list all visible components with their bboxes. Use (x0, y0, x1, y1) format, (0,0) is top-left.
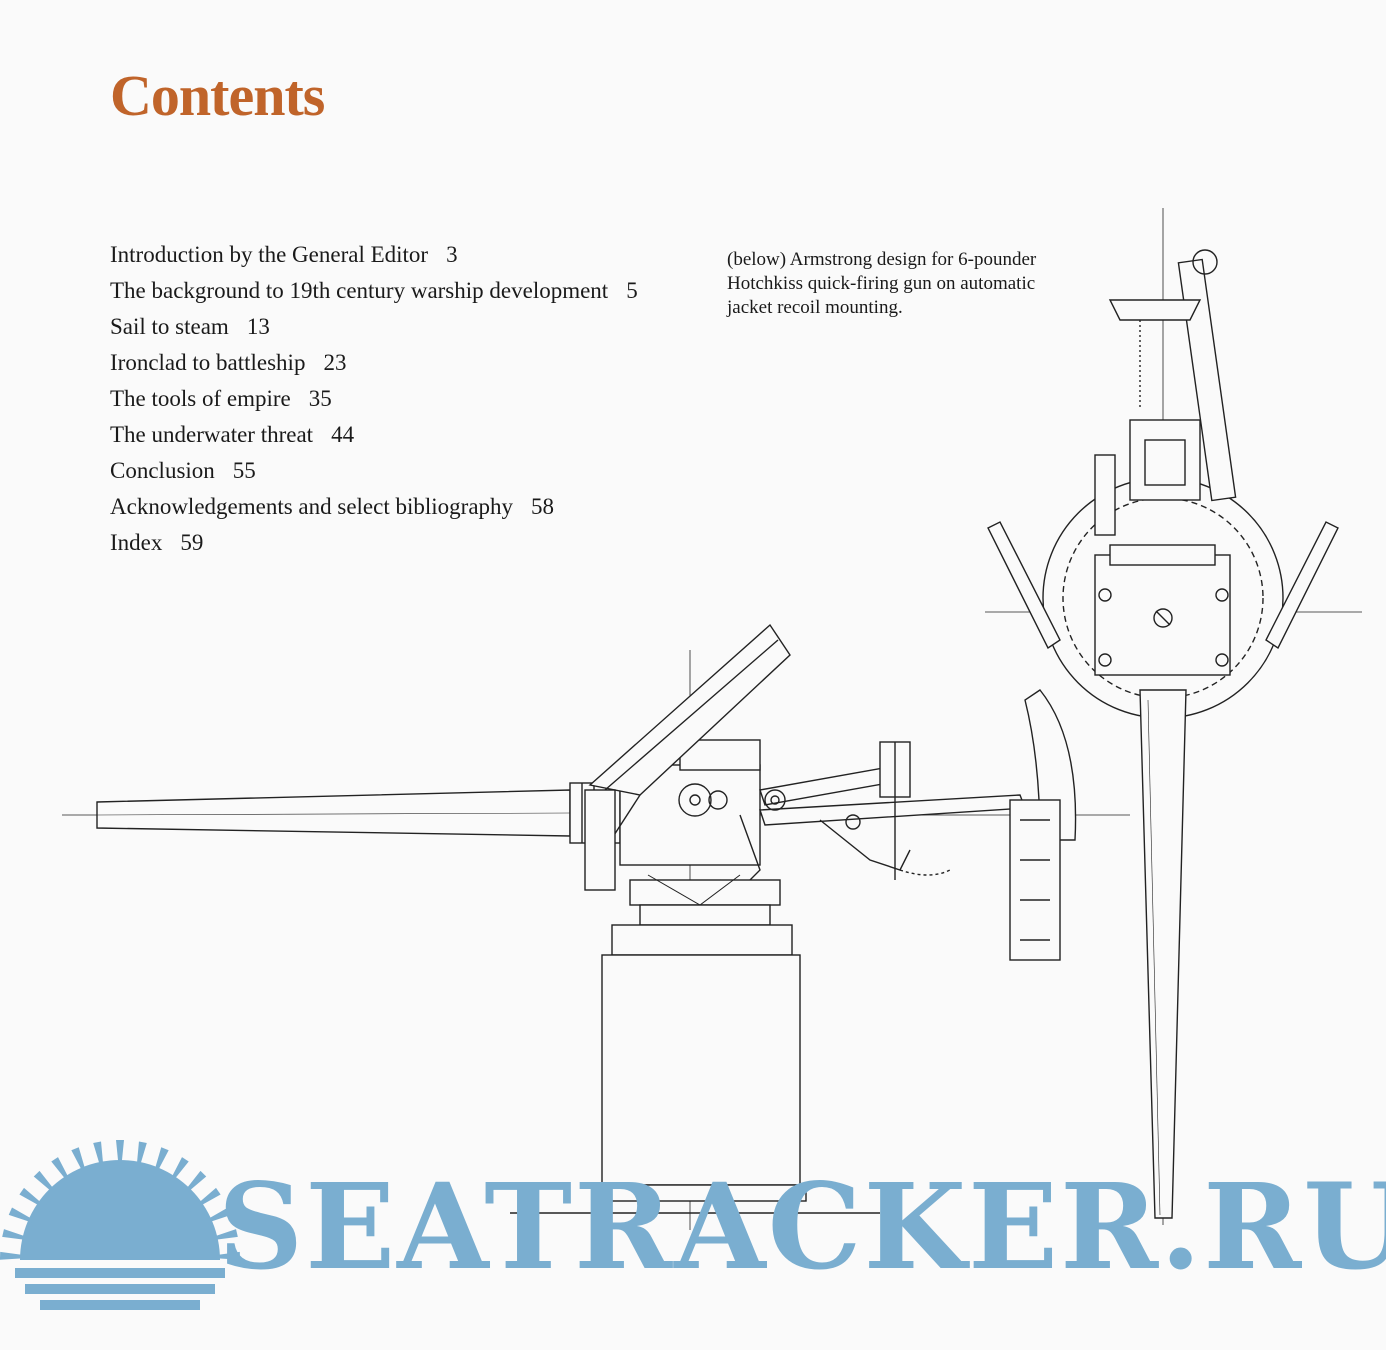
toc-entry-title: Conclusion (110, 458, 215, 483)
toc-entry: The tools of empire 35 (110, 384, 670, 413)
toc-entry-title: The background to 19th century warship d… (110, 278, 609, 303)
table-of-contents: Introduction by the General Editor 3 The … (110, 240, 670, 564)
toc-entry-page: 35 (308, 386, 332, 411)
toc-entry: Ironclad to battleship 23 (110, 348, 670, 377)
toc-entry-title: The underwater threat (110, 422, 314, 447)
toc-entry-title: The tools of empire (110, 386, 291, 411)
toc-entry-page: 44 (331, 422, 355, 447)
toc-entry-page: 5 (626, 278, 638, 303)
toc-entry-page: 23 (323, 350, 347, 375)
side-elevation-drawing (62, 623, 1130, 1230)
watermark-text: SEATRACKER.RU (218, 1157, 1386, 1296)
toc-entry-title: Introduction by the General Editor (110, 242, 429, 267)
toc-entry-title: Sail to steam (110, 314, 229, 339)
toc-entry-page: 58 (531, 494, 555, 519)
toc-entry: The underwater threat 44 (110, 420, 670, 449)
toc-entry: The background to 19th century warship d… (110, 276, 670, 305)
toc-entry: Acknowledgements and select bibliography… (110, 492, 670, 521)
figure-caption: (below) Armstrong design for 6-pounder H… (727, 249, 1037, 318)
toc-entry-page: 59 (180, 530, 204, 555)
toc-entry: Conclusion 55 (110, 456, 670, 485)
page-title: Contents (110, 63, 325, 128)
sunburst-icon (0, 1140, 241, 1310)
toc-entry-page: 13 (246, 314, 270, 339)
toc-entry-page: 55 (232, 458, 256, 483)
toc-entry: Index 59 (110, 528, 670, 557)
toc-entry-page: 3 (446, 242, 458, 267)
end-elevation-drawing (985, 208, 1362, 1225)
toc-entry: Sail to steam 13 (110, 312, 670, 341)
toc-entry: Introduction by the General Editor 3 (110, 240, 670, 269)
toc-entry-title: Index (110, 530, 163, 555)
toc-entry-title: Acknowledgements and select bibliography (110, 494, 514, 519)
toc-entry-title: Ironclad to battleship (110, 350, 306, 375)
